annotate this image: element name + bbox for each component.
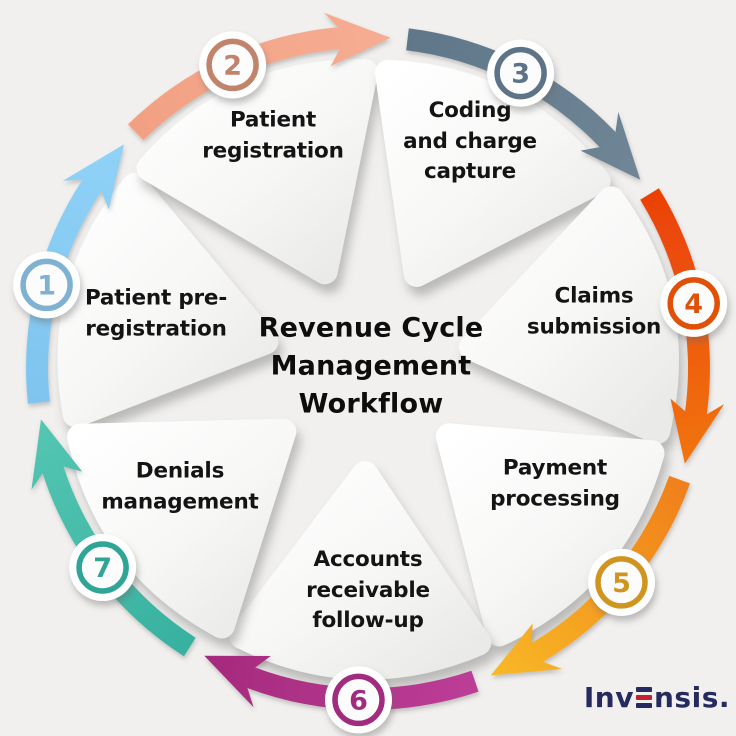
step-label-4: Claims submission: [526, 283, 662, 339]
step-number: 6: [349, 685, 368, 716]
badge-ring: [20, 258, 73, 312]
diagram-title: Revenue Cycle Management Workflow: [258, 312, 484, 419]
badge-layer: 1 2 3 4 5 6 7: [13, 31, 728, 734]
step-badge-3: 3: [487, 39, 555, 107]
badge-ring: [206, 38, 259, 92]
step-number: 2: [223, 50, 242, 81]
step-number: 3: [511, 59, 530, 90]
arrow-arc-step-7: [31, 419, 196, 657]
invensis-logo: Inv nsis.: [584, 681, 730, 714]
step-badge-4: 4: [660, 269, 728, 337]
logo-bar-bottom: [636, 703, 652, 708]
step-number: 7: [93, 553, 112, 584]
step-label-3: Coding and charge capture: [403, 98, 537, 185]
arrow-arc-step-6: [204, 655, 479, 710]
arrow-arc-layer: [26, 12, 725, 710]
step-label-1: Patient pre- registration: [84, 285, 228, 341]
badge-ring: [332, 673, 385, 727]
step-badge-1: 1: [13, 251, 81, 319]
step-badge-5: 5: [588, 548, 655, 616]
arrow-arc-step-4: [640, 188, 725, 464]
badge-ring: [595, 556, 648, 609]
logo-e-icon: [636, 687, 652, 708]
logo-bar-mid: [636, 695, 652, 700]
arrow-arc-step-3: [406, 28, 641, 180]
step-badge-6: 6: [325, 666, 392, 734]
badge-ring: [494, 46, 547, 100]
step-number: 1: [37, 270, 56, 301]
arrow-arc-step-5: [490, 475, 690, 676]
badge-ring: [667, 277, 720, 330]
step-label-2: Patient registration: [202, 107, 344, 163]
logo-text-right: nsis.: [654, 681, 730, 714]
step-label-7: Denials management: [101, 458, 259, 514]
logo-text-left: Inv: [583, 681, 634, 714]
logo-bar-top: [636, 687, 652, 692]
step-label-5: Payment processing: [490, 455, 620, 511]
step-number: 4: [684, 289, 703, 320]
step-badge-7: 7: [69, 534, 137, 601]
badge-ring: [76, 541, 129, 594]
arrow-arc-step-2: [128, 12, 391, 141]
step-badge-2: 2: [199, 31, 267, 99]
step-number: 5: [612, 568, 631, 599]
step-label-6: Accounts receivable follow-up: [306, 547, 430, 634]
